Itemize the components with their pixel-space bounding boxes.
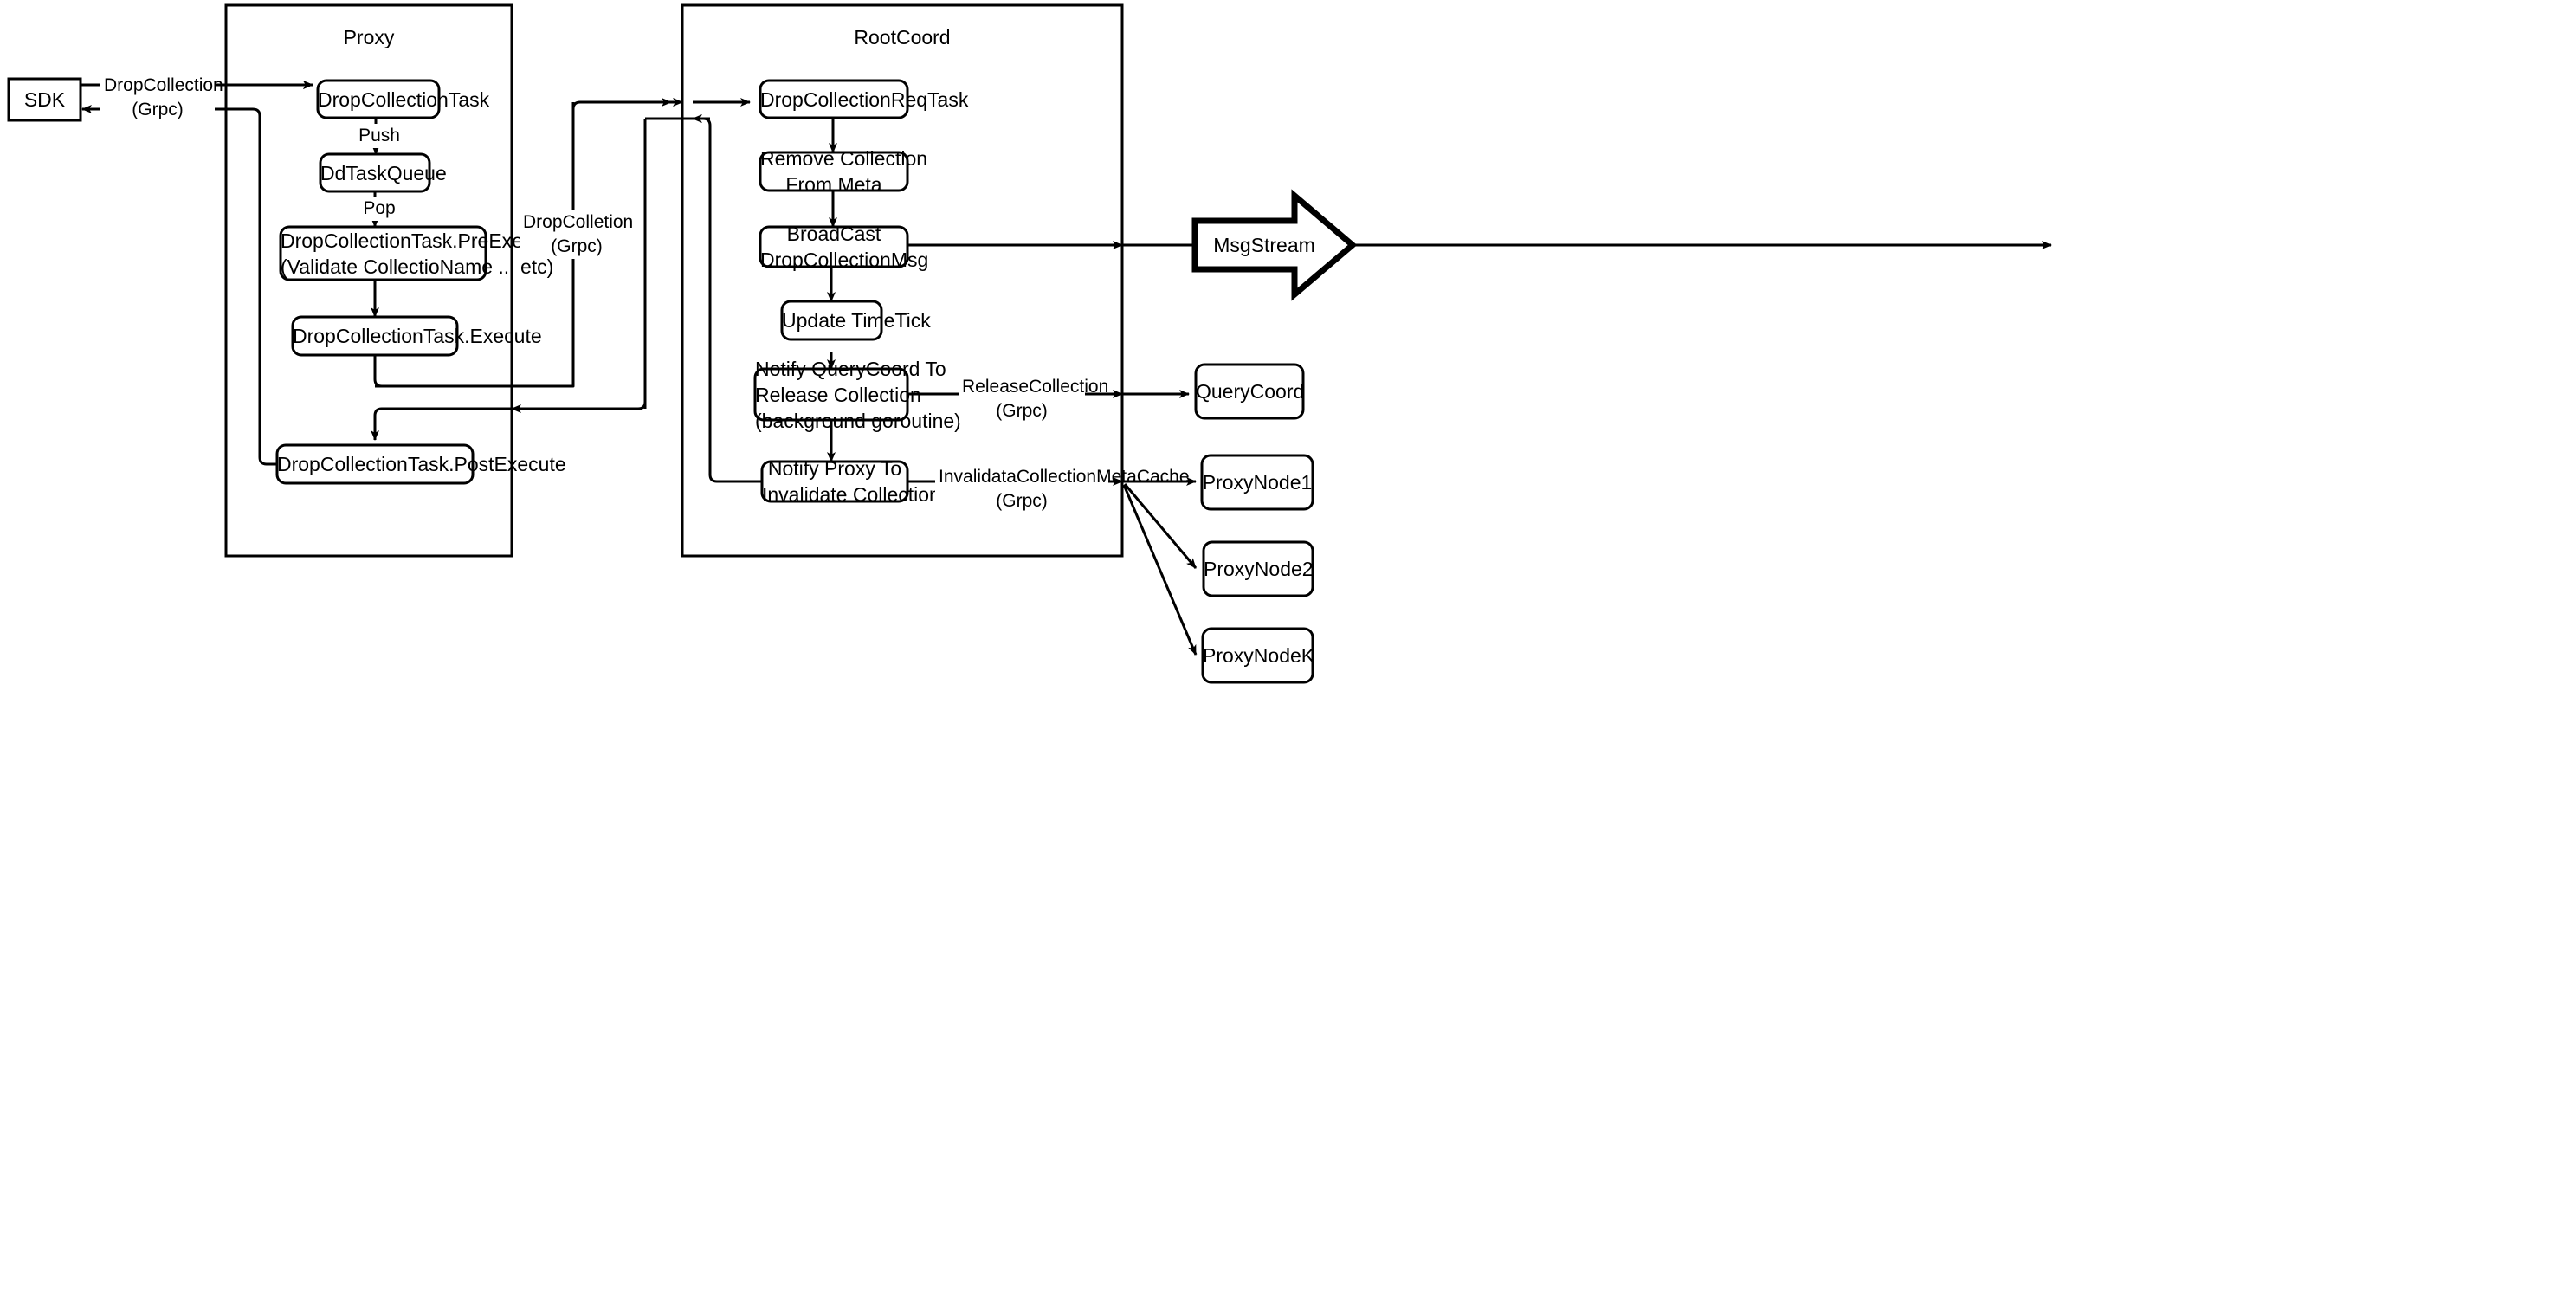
node-notify-query-shape[interactable] <box>753 367 909 422</box>
edge-post-execute-to-sdk <box>81 105 277 466</box>
edge-label-sdk-to-proxy: DropCollection (Grpc) <box>100 74 223 122</box>
node-msgstream-shape[interactable] <box>1191 189 1358 301</box>
node-notify-proxy-shape[interactable] <box>760 460 909 503</box>
node-sdk-shape[interactable] <box>7 77 82 122</box>
edge-label-invalidate-cache: InvalidataCollectionMetaCache (Grpc) <box>935 465 1190 513</box>
node-post-execute-shape[interactable] <box>275 443 475 485</box>
node-dd-queue-shape[interactable] <box>319 152 431 193</box>
edge-notify-proxy-back-to-rail <box>692 114 762 483</box>
node-proxynodek-shape[interactable] <box>1201 627 1314 684</box>
node-req-task-shape[interactable] <box>759 79 909 119</box>
container-rootcoord <box>681 3 1124 558</box>
edge-label-proxy-to-rootcoord: DropColletion (Grpc) <box>520 210 634 259</box>
node-querycoord-shape[interactable] <box>1194 363 1305 420</box>
node-remove-meta-shape[interactable] <box>759 151 909 192</box>
node-pre-execute-shape[interactable] <box>279 225 487 281</box>
node-timetick-shape[interactable] <box>780 300 883 341</box>
edge-fanout-to-proxynode2 <box>1123 483 1198 569</box>
container-title-rootcoord: RootCoord <box>854 26 951 48</box>
edge-label-release-collection: ReleaseCollection (Grpc) <box>959 375 1108 423</box>
node-proxynode1-shape[interactable] <box>1200 454 1314 511</box>
edge-fanout-to-proxynodek <box>1122 484 1198 656</box>
edge-label-push: Push <box>350 124 409 148</box>
container-title-proxy: Proxy <box>343 26 395 48</box>
node-drop-task-shape[interactable] <box>316 79 441 119</box>
node-proxynode2-shape[interactable] <box>1202 540 1314 597</box>
node-broadcast-shape[interactable] <box>759 225 909 268</box>
node-execute-shape[interactable] <box>291 315 459 357</box>
edge-label-pop: Pop <box>350 197 409 221</box>
